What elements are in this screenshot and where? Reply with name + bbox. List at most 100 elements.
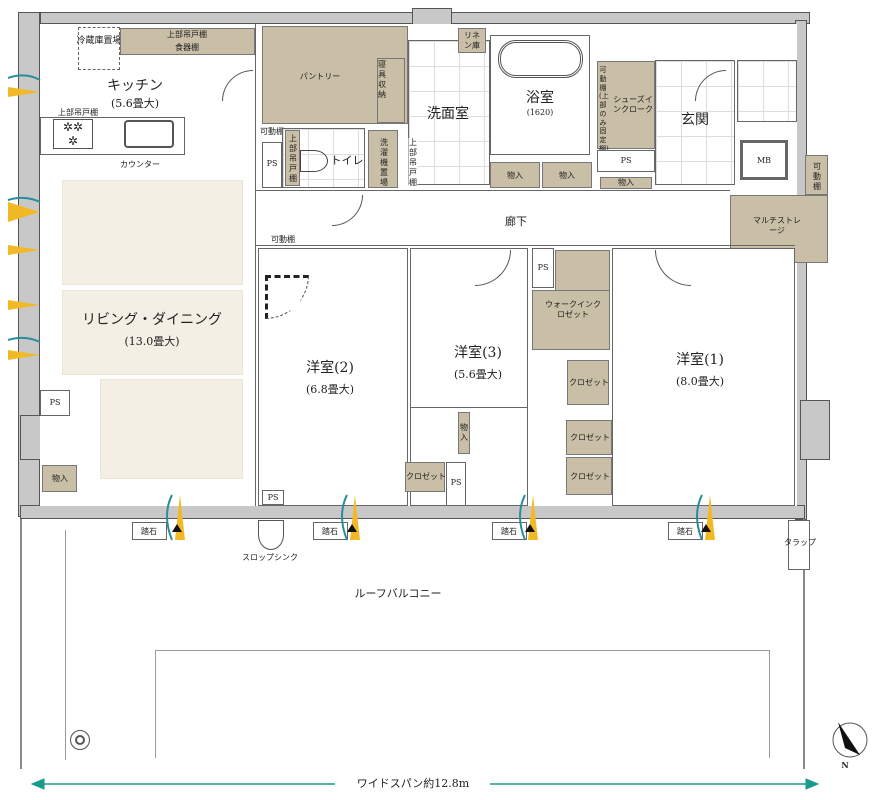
ladder-label: タラップ	[784, 538, 816, 547]
living-label: リビング・ダイニング	[82, 312, 222, 328]
balcony-rail	[155, 650, 770, 758]
hallway-wall	[255, 245, 795, 246]
closet-label: クロゼット	[570, 433, 610, 442]
upper-cabinet-label: 上部吊戸棚	[58, 108, 98, 117]
span-arrow	[30, 778, 820, 790]
room-1-size: (8.0畳大)	[675, 375, 725, 388]
storage-box: 物入	[42, 465, 77, 492]
room-2	[258, 248, 408, 506]
wind-icon	[8, 87, 715, 540]
stove-icon: ✲✲✲	[53, 119, 93, 149]
hallway-wall	[255, 190, 730, 191]
light-marker-icon	[172, 524, 711, 532]
ps-box: PS	[532, 248, 554, 288]
counter-label: カウンター	[120, 160, 160, 169]
closet-label: クロゼット	[570, 472, 610, 481]
toilet-upper-cabinet	[285, 130, 300, 186]
storage-label: 物入	[52, 474, 68, 483]
linen-label: リネン庫	[464, 31, 480, 50]
room-1-label: 洋室(1)	[676, 352, 724, 368]
shoe-closet	[597, 61, 655, 149]
stepping-stone: 踏石	[668, 522, 703, 540]
column	[800, 400, 830, 460]
ps-label: PS	[49, 398, 61, 407]
upper-cabinet	[120, 28, 255, 55]
multi-storage-label: マルチストレージ	[753, 216, 801, 235]
toilet-upper-label: 上部吊戸棚	[289, 134, 297, 183]
ps-label: PS	[450, 478, 462, 487]
storage-label: 物入	[507, 171, 523, 180]
north-label: N	[841, 760, 849, 770]
storage-label: 物入	[618, 178, 634, 187]
kitchen-label: キッチン	[107, 78, 163, 94]
shelf-label: 可動棚	[271, 235, 295, 244]
partition	[255, 24, 256, 506]
bedding-label: 寝具収納	[378, 60, 386, 99]
hallway-label: 廊下	[505, 215, 527, 228]
ps-box: PS	[446, 462, 466, 506]
shoe-closet-label: シューズインクローク	[613, 95, 653, 114]
wind-icon	[7, 74, 703, 541]
drain-icon	[70, 730, 90, 750]
stepping-stone-label: 踏石	[322, 527, 338, 536]
ps-box: PS	[40, 390, 70, 416]
stepping-stone-label: 踏石	[141, 527, 157, 536]
storage-box: 物入	[490, 162, 540, 188]
fridge-space	[78, 27, 120, 70]
room-3	[410, 248, 528, 408]
ps-label: PS	[267, 493, 279, 502]
ps-box: PS	[597, 150, 655, 172]
storage-label: 物入	[460, 423, 468, 442]
room-2-size: (6.8畳大)	[305, 383, 355, 396]
ps-label: PS	[537, 263, 549, 272]
storage-box: 物入	[542, 162, 592, 188]
room-3-size: (5.6畳大)	[453, 368, 503, 381]
entrance-label: 玄関	[681, 112, 709, 128]
living-floor	[62, 290, 243, 375]
mb-box: MB	[740, 140, 788, 180]
linen-closet: リネン庫	[458, 28, 486, 53]
sink-icon	[124, 120, 174, 148]
upper-cabinet-label: 上部吊戸棚	[167, 30, 207, 39]
stepping-stone-label: 踏石	[501, 527, 517, 536]
room-2-label: 洋室(2)	[306, 360, 354, 376]
laundry-upper-label: 上部吊戸棚	[408, 138, 418, 188]
ladder-box	[788, 520, 810, 570]
span-label: ワイドスパン約12.8m	[356, 777, 470, 790]
closet: クロゼット	[567, 360, 609, 405]
pantry-label: パントリー	[299, 72, 341, 81]
toilet-icon	[300, 150, 328, 172]
storage-box: 物入	[458, 412, 470, 454]
ps-label: PS	[266, 159, 278, 168]
laundry-space	[368, 130, 398, 188]
ps-label: PS	[620, 156, 632, 165]
closet: クロゼット	[405, 462, 446, 492]
closet: クロゼット	[566, 457, 612, 495]
closet: クロゼット	[566, 420, 612, 455]
cupboard-label: 食器棚	[175, 43, 199, 52]
roof-balcony-label: ルーフバルコニー	[354, 587, 442, 600]
washroom-label: 洗面室	[427, 106, 469, 122]
roof-balcony	[20, 519, 805, 769]
entrance	[655, 60, 735, 185]
stepping-stone-label: 踏石	[677, 527, 693, 536]
wic-label: ウォークインクロゼット	[545, 300, 601, 319]
bathtub-icon	[498, 40, 583, 78]
fridge-label: 冷蔵庫置場	[76, 36, 122, 46]
living-size: (13.0畳大)	[124, 335, 180, 348]
living-floor	[100, 379, 243, 479]
room-3-label: 洋室(3)	[454, 345, 502, 361]
bath-label: 浴室	[526, 90, 554, 106]
shelf-label: 可動棚	[813, 162, 821, 191]
entrance-porch	[737, 60, 797, 122]
mb-label: MB	[756, 156, 772, 165]
kitchen-size: (5.6畳大)	[110, 97, 160, 110]
bedding-storage	[377, 58, 405, 123]
toilet-label: トイレ	[330, 154, 364, 167]
walk-in-closet	[532, 290, 610, 350]
storage-label: 物入	[559, 171, 575, 180]
stepping-stone: 踏石	[132, 522, 167, 540]
slop-sink-label: スロップシンク	[242, 553, 298, 562]
